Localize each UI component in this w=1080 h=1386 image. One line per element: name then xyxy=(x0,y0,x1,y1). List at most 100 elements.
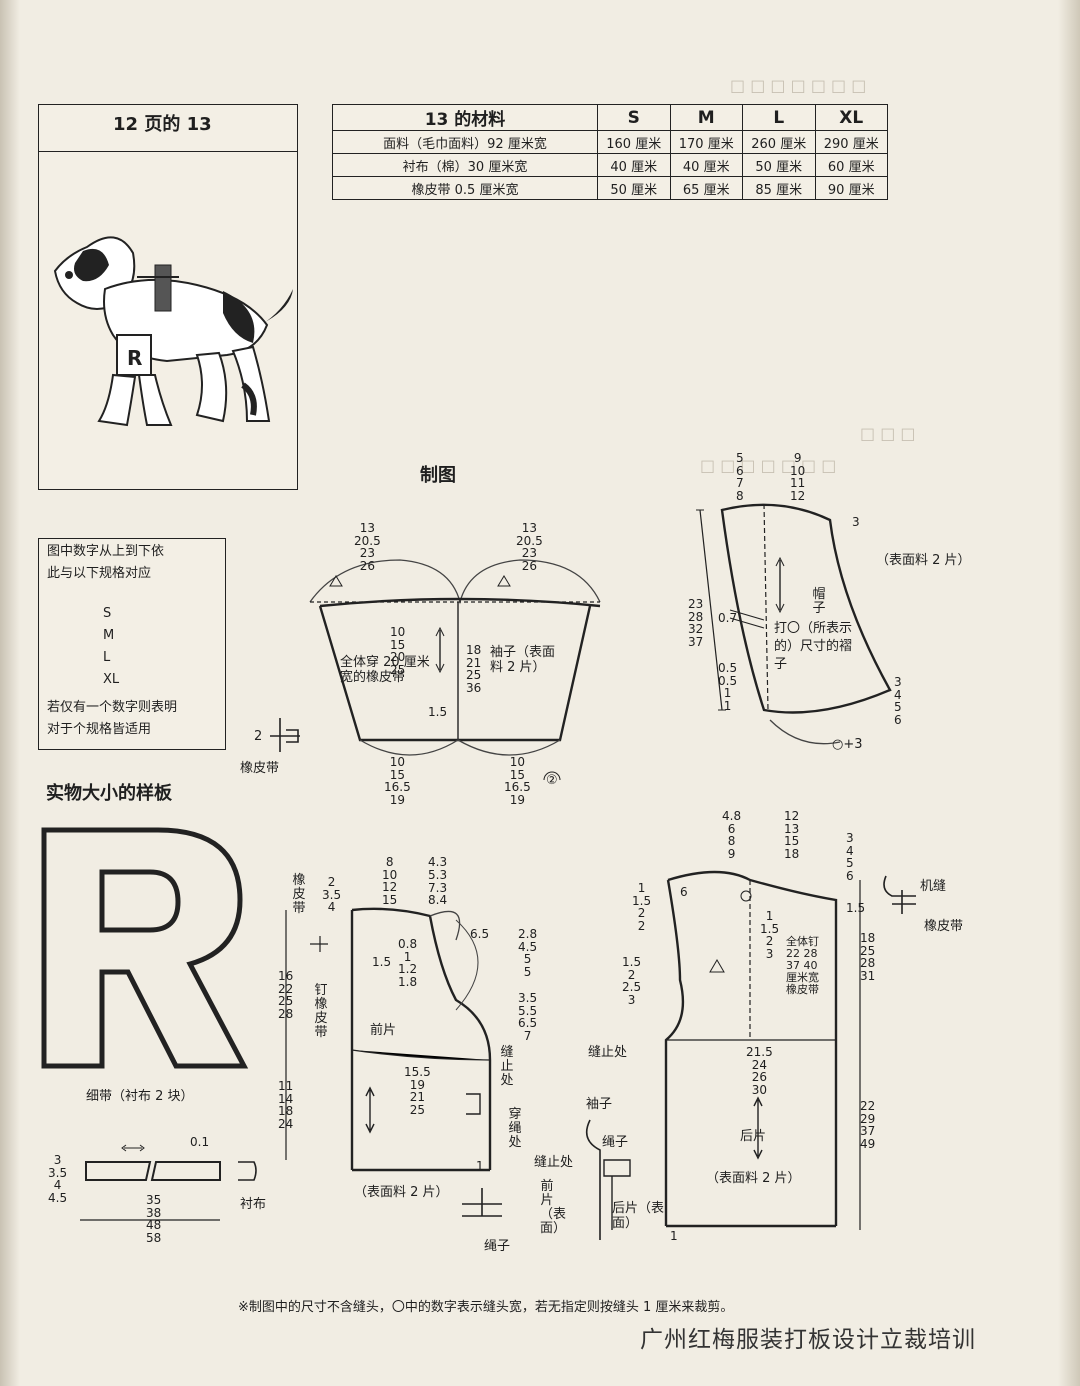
front-1: 1 xyxy=(476,1159,484,1173)
hood-label: 帽子 xyxy=(812,587,826,616)
template-title: 实物大小的样板 xyxy=(46,783,172,804)
back-elastic-detail-label: 橡皮带 xyxy=(924,919,964,934)
show-through-text: □ □ □ □ □ □ □ xyxy=(730,76,867,95)
back-neck-nums: 1 1.5 2 3 xyxy=(760,909,780,961)
cell: 260 厘米 xyxy=(742,130,816,154)
attach-elastic-label: 钉橡皮带 xyxy=(314,983,328,1040)
cell: 85 厘米 xyxy=(742,176,816,200)
cell: 40 厘米 xyxy=(597,153,671,177)
size-header-m: M xyxy=(669,104,743,131)
assembly-sleeve-label: 袖子 xyxy=(586,1097,613,1112)
thin-band-label: 细带（衬布 2 块） xyxy=(86,1089,194,1104)
cell: 290 厘米 xyxy=(814,130,888,154)
elastic-label: 橡皮带 xyxy=(240,761,280,776)
hood-length-nums: 23 28 32 37 xyxy=(688,597,704,649)
band-01: 0.1 xyxy=(190,1135,210,1149)
cell: 160 厘米 xyxy=(597,130,671,154)
cell: 50 厘米 xyxy=(597,176,671,200)
front-65: 6.5 xyxy=(470,927,490,941)
back-label: 后片 xyxy=(740,1129,767,1144)
front-15: 1.5 xyxy=(372,955,392,969)
front-neck-nums: 0.8 1 1.2 1.8 xyxy=(398,937,418,989)
hood-right-nums: 3 4 5 6 xyxy=(894,675,902,727)
page-reference: 12 页的 13 xyxy=(113,114,212,135)
back-left-top-nums: 1 1.5 2 2 xyxy=(632,881,652,933)
note-line-4: 对于个规格皆适用 xyxy=(47,722,152,737)
size-header-s: S xyxy=(597,104,671,131)
elastic-detail-sketch xyxy=(270,718,300,752)
sleeve-15: 1.5 xyxy=(428,705,448,719)
note-size-xl: XL xyxy=(103,672,120,687)
size-header-xl: XL xyxy=(814,104,888,131)
row-label: 面料（毛巾面料）92 厘米宽 xyxy=(332,130,598,154)
note-size-s: S xyxy=(103,606,112,621)
size-header-l: L xyxy=(742,104,816,131)
back-1: 1 xyxy=(670,1229,678,1243)
assembly-stop-seam-label: 缝止处 xyxy=(534,1155,574,1170)
page-edge-shadow xyxy=(1058,0,1080,1386)
sleeve-label: 袖子（表面料 2 片） xyxy=(490,645,556,675)
back-top-right-nums: 12 13 15 18 xyxy=(784,809,800,861)
row-label: 衬布（棉）30 厘米宽 xyxy=(332,153,598,177)
note-line-3: 若仅有一个数字则表明 xyxy=(47,700,178,715)
materials-title: 13 的材料 xyxy=(332,104,598,131)
band-left-nums: 3 3.5 4 4.5 xyxy=(48,1153,68,1205)
sleeve-top-left-nums: 13 20.5 23 26 xyxy=(354,521,381,573)
note-size-m: M xyxy=(103,628,115,643)
band-length-nums: 35 38 48 58 xyxy=(146,1193,162,1245)
hood-outer-label: （表面料 2 片） xyxy=(876,553,971,568)
back-elastic-label: 全体钉 22 28 37 40 厘米宽橡皮带 xyxy=(786,935,819,996)
sleeve-mid-nums: 10 15 20 25 xyxy=(390,625,406,677)
sleeve-top-right-nums: 13 20.5 23 26 xyxy=(516,521,543,573)
sleeve-elastic-label: 全体穿 20 厘米宽的橡皮带 xyxy=(340,655,430,685)
front-pattern xyxy=(285,907,492,1172)
front-right-top-nums: 2.8 4.5 5 5 xyxy=(518,927,538,979)
elastic-detail-num: 2 xyxy=(254,729,263,744)
cell: 50 厘米 xyxy=(742,153,816,177)
front-right-mid-nums: 3.5 5.5 6.5 7 xyxy=(518,991,538,1043)
machine-seam-label: 机缝 xyxy=(920,879,947,894)
cell: 65 厘米 xyxy=(669,176,743,200)
thin-band-strip xyxy=(80,1144,257,1221)
cell: 90 厘米 xyxy=(814,176,888,200)
hood-o-plus-3: ○+3 xyxy=(832,737,863,752)
sleeve-bottom-right-nums: 10 15 16.5 19 xyxy=(504,755,531,807)
front-top-left-nums: 8 10 12 15 xyxy=(382,855,398,907)
note-size-l: L xyxy=(103,650,111,665)
front-face-label: 前片（表面） xyxy=(540,1179,567,1236)
hood-pattern xyxy=(696,503,892,745)
materials-row-lining: 衬布（棉）30 厘米宽 40 厘米 40 厘米 50 厘米 60 厘米 xyxy=(332,153,888,177)
front-elastic-label: 橡皮带 xyxy=(292,873,306,916)
hood-top-right-nums: 9 10 11 12 xyxy=(790,451,806,503)
materials-table: 13 的材料 S M L XL 面料（毛巾面料）92 厘米宽 160 厘米 17… xyxy=(332,104,888,200)
front-label: 前片 xyxy=(370,1023,397,1038)
hood-3: 3 xyxy=(852,515,860,529)
sleeve-pattern xyxy=(309,559,601,780)
draft-title: 制图 xyxy=(420,465,456,486)
back-chest-nums: 21.5 24 26 30 xyxy=(746,1045,773,1097)
front-top-right-nums: 5.3 7.3 8.4 xyxy=(428,868,448,907)
rope-detail xyxy=(462,1188,502,1217)
title-illustration-box: 12 页的 13 R xyxy=(38,104,298,490)
machine-seam-detail xyxy=(883,875,916,914)
brand-watermark: 广州红梅服装打板设计立裁培训 xyxy=(640,1327,976,1353)
hood-pleat-label: 打〇（所表示的）尺寸的褶子 xyxy=(774,621,853,673)
cell: 40 厘米 xyxy=(669,153,743,177)
row-label: 橡皮带 0.5 厘米宽 xyxy=(332,176,598,200)
page-spine-shadow xyxy=(0,0,20,1386)
back-stop-seam-label: 缝止处 xyxy=(588,1045,628,1060)
assembly-rope-label: 绳子 xyxy=(602,1135,629,1150)
dog-in-hoodie-illustration: R xyxy=(53,236,293,427)
assembly-detail xyxy=(585,1119,631,1240)
back-pattern xyxy=(664,870,861,1230)
title-divider xyxy=(39,151,297,152)
front-outer-label: （表面料 2 片） xyxy=(354,1185,449,1200)
front-length-top-nums: 16 22 25 28 xyxy=(278,969,294,1021)
back-6: 6 xyxy=(680,885,688,899)
back-face-label: 后片（表面） xyxy=(612,1201,665,1231)
note-line-2: 此与以下规格对应 xyxy=(47,566,152,581)
thread-through-label: 穿绳处 xyxy=(508,1107,522,1150)
materials-row-fabric: 面料（毛巾面料）92 厘米宽 160 厘米 170 厘米 260 厘米 290 … xyxy=(332,130,888,154)
cell: 60 厘米 xyxy=(814,153,888,177)
materials-header-row: 13 的材料 S M L XL xyxy=(332,104,888,131)
